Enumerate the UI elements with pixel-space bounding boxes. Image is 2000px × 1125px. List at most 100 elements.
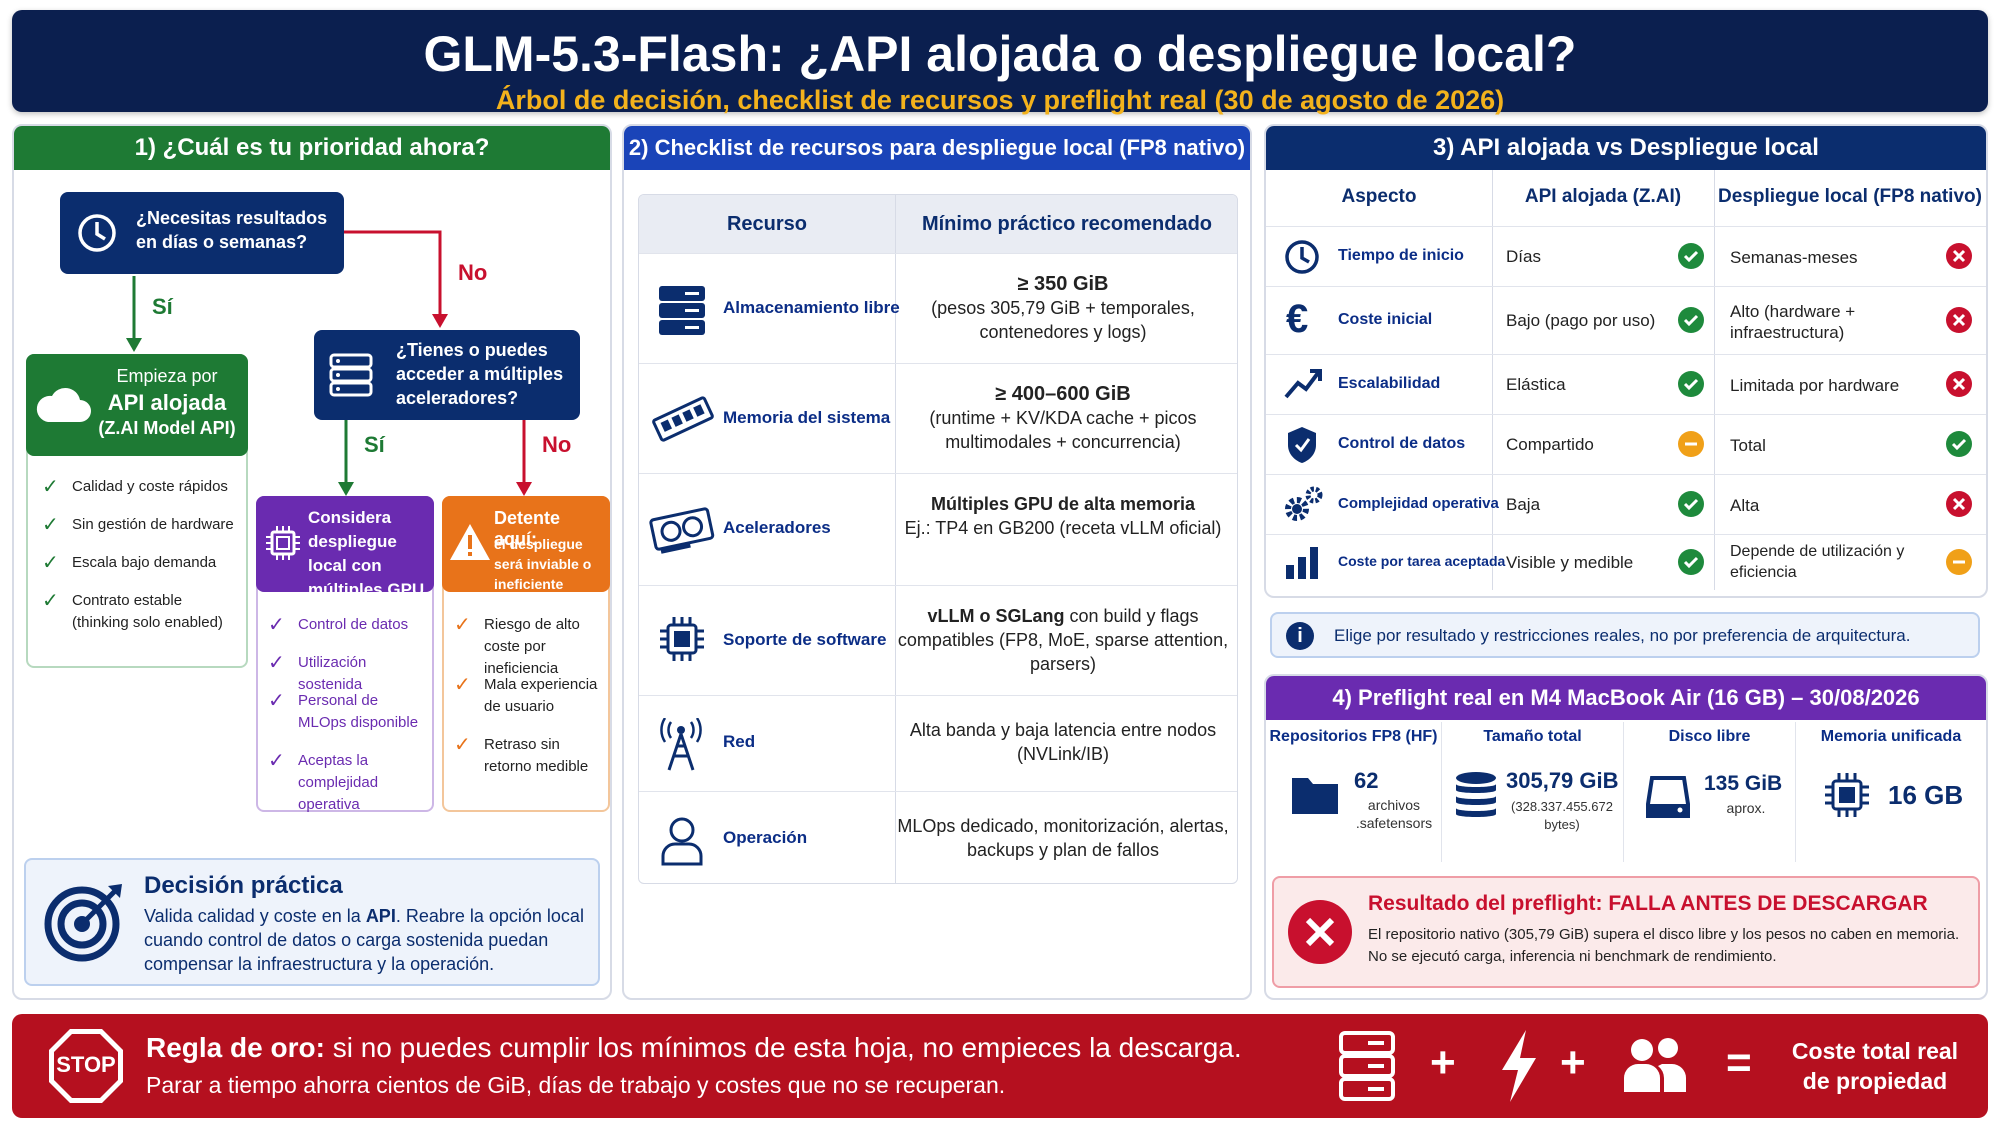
status-bad-icon — [1946, 371, 1972, 397]
server-icon — [329, 353, 373, 397]
local-value: Alta — [1730, 496, 1760, 515]
column-divider — [895, 195, 896, 883]
table-header: Aspecto API alojada (Z.AI) Despliegue lo… — [1266, 170, 1986, 226]
equals-sign: = — [1726, 1038, 1752, 1087]
stat-free-disk: Disco libre 135 GiB aprox. — [1624, 722, 1796, 862]
flow-arrows — [126, 230, 532, 496]
stat-header: Repositorios FP8 (HF) — [1269, 728, 1438, 745]
aspect-label: Coste inicial — [1338, 311, 1433, 328]
table-row: Complejidad operativa Baja Alta — [1266, 474, 1986, 534]
table-row: Operación MLOps dedicado, monitorización… — [639, 791, 1237, 883]
warning-icon — [450, 524, 490, 560]
section-preflight: 4) Preflight real en M4 MacBook Air (16 … — [1264, 674, 1988, 1000]
resource-value: vLLM o SGLang con build y flags compatib… — [897, 606, 1229, 674]
stat-value: 16 GB — [1888, 780, 1964, 810]
aspect-label: Tiempo de inicio — [1338, 247, 1464, 264]
table-row: Soporte de software vLLM o SGLang con bu… — [639, 585, 1237, 695]
stat-header: Disco libre — [1668, 728, 1751, 745]
resource-name: Almacenamiento libre — [723, 298, 900, 317]
result-text: El repositorio nativo (305,79 GiB) super… — [1368, 926, 1960, 965]
info-icon: i — [1286, 622, 1314, 650]
section-checklist: 2) Checklist de recursos para despliegue… — [622, 124, 1252, 1000]
plus-sign: + — [1560, 1038, 1586, 1087]
question-1-text: ¿Necesitas resultados en días o semanas? — [136, 208, 328, 252]
table-row: Aceleradores Múltiples GPU de alta memor… — [639, 473, 1237, 585]
local-value: Semanas-meses — [1730, 248, 1858, 267]
column-header-local: Despliegue local (FP8 nativo) — [1718, 186, 1982, 207]
api-start-line3: (Z.AI Model API) — [98, 418, 236, 438]
stop-sign-icon — [49, 1029, 123, 1103]
aspect-label: Complejidad operativa — [1338, 495, 1499, 512]
decision-text: Valida calidad y coste en la API. Reabre… — [144, 906, 584, 974]
question-1-box: ¿Necesitas resultados en días o semanas? — [60, 192, 344, 274]
antenna-icon — [660, 718, 702, 771]
aspect-label: Control de datos — [1338, 435, 1466, 452]
rule-line-1: Regla de oro: si no puedes cumplir los m… — [146, 1032, 1242, 1063]
local-value: Limitada por hardware — [1730, 376, 1900, 395]
fail-icon — [1288, 900, 1352, 964]
check-item: ✓Control de datos — [268, 614, 409, 636]
no-label-1: No — [458, 260, 488, 285]
stat-unified-memory: Memoria unificada 16 GB — [1796, 722, 1986, 862]
stat-detail: archivos .safetensors — [1355, 797, 1433, 831]
page-subtitle: Árbol de decisión, checklist de recursos… — [495, 85, 1505, 115]
preflight-stats: Repositorios FP8 (HF) 62 archivos .safet… — [1266, 722, 1986, 862]
api-start-line1: Empieza por — [116, 366, 218, 386]
column-header-aspect: Aspecto — [1341, 186, 1417, 207]
stat-value: 135 GiB — [1704, 772, 1783, 795]
column-divider — [1492, 170, 1493, 590]
api-value: Bajo (pago por uso) — [1506, 311, 1656, 330]
yes-label-2: Sí — [364, 432, 385, 457]
section-2-title: 2) Checklist de recursos para despliegue… — [624, 126, 1250, 170]
database-icon — [1456, 772, 1496, 817]
chip-icon — [1825, 773, 1869, 817]
table-row: Tiempo de inicio Días Semanas-meses — [1266, 226, 1986, 286]
stop-here-card: Detente aquí: el despliegue será inviabl… — [442, 496, 610, 812]
status-ok-icon — [1678, 371, 1704, 397]
stat-value: 62 — [1354, 768, 1379, 793]
consider-local-box: Considera despliegue local con múltiples… — [256, 496, 434, 599]
question-2-text: ¿Tienes o puedes acceder a múltiples ace… — [396, 340, 564, 408]
yes-label-1: Sí — [152, 294, 173, 319]
clock-icon — [1285, 240, 1319, 274]
status-ok-icon — [1946, 431, 1972, 457]
resource-name: Memoria del sistema — [723, 408, 891, 427]
stop-here-title: Detente aquí: — [494, 508, 561, 549]
status-bad-icon — [1946, 491, 1972, 517]
info-note: i Elige por resultado y restricciones re… — [1270, 612, 1980, 658]
check-item: ✓Riesgo de alto coste por ineficiencia — [454, 614, 580, 677]
status-ok-icon — [1678, 243, 1704, 269]
check-item: ✓Utilización sostenida — [268, 652, 367, 693]
consider-local-text: Considera despliegue local con múltiples… — [308, 508, 425, 599]
euro-icon: € — [1286, 297, 1309, 341]
column-header-resource: Recurso — [726, 213, 808, 235]
check-item: ✓Aceptas la complejidad operativa — [268, 750, 379, 813]
server-icon — [659, 286, 705, 335]
stop-here-box: Detente aquí: el despliegue será inviabl… — [442, 496, 610, 592]
barchart-icon — [1286, 547, 1318, 579]
shield-icon — [1288, 427, 1316, 463]
status-bad-icon — [1946, 307, 1972, 333]
section-comparison: 3) API alojada vs Despliegue local Aspec… — [1264, 124, 1988, 598]
lightning-icon — [1502, 1030, 1536, 1102]
api-value: Días — [1506, 247, 1541, 266]
plus-sign: + — [1430, 1038, 1456, 1087]
check-item: ✓Contrato estable (thinking solo enabled… — [42, 590, 223, 631]
resource-table: Recurso Mínimo práctico recomendado Alma… — [638, 194, 1238, 884]
table-header: Recurso Mínimo práctico recomendado — [639, 195, 1237, 253]
check-item: ✓Retraso sin retorno medible — [454, 734, 589, 775]
api-value: Compartido — [1506, 435, 1594, 454]
api-start-box: Empieza por API alojada (Z.AI Model API) — [26, 354, 248, 456]
table-row: Memoria del sistema ≥ 400–600 GiB(runtim… — [639, 363, 1237, 473]
column-header-minimum: Mínimo práctico recomendado — [921, 213, 1213, 235]
api-start-card: Empieza por API alojada (Z.AI Model API)… — [26, 354, 248, 668]
section-4-title: 4) Preflight real en M4 MacBook Air (16 … — [1266, 676, 1986, 720]
stat-repos: Repositorios FP8 (HF) 62 archivos .safet… — [1266, 722, 1442, 862]
question-2-box: ¿Tienes o puedes acceder a múltiples ace… — [314, 330, 580, 420]
section-3-title: 3) API alojada vs Despliegue local — [1266, 126, 1986, 170]
rule-line-2: Parar a tiempo ahorra cientos de GiB, dí… — [146, 1072, 1006, 1098]
cloud-icon — [36, 387, 91, 422]
folder-icon — [1292, 778, 1338, 814]
comparison-table: Aspecto API alojada (Z.AI) Despliegue lo… — [1266, 170, 1986, 590]
